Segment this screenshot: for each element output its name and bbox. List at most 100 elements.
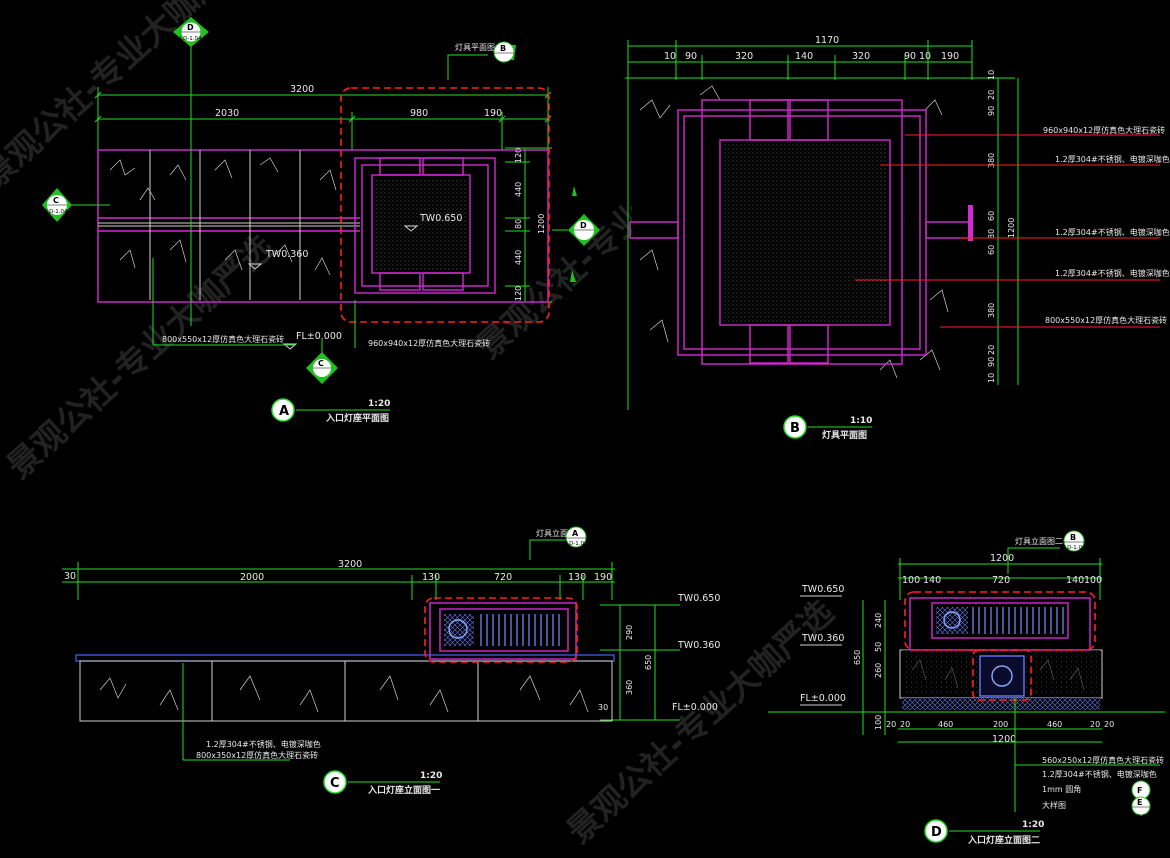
plan-a-dim-right: 120 (514, 148, 523, 163)
elev-c-dim-right: 290 (625, 625, 634, 640)
plan-b-dim: 190 (941, 51, 959, 62)
elev-d-dim-left: 650 (853, 650, 862, 665)
section-tag-d: D (187, 23, 194, 32)
plan-a-dim-right: 440 (514, 250, 523, 265)
section-ref: LD-1.04.2 (46, 209, 73, 215)
plan-b-dim-right: 80 (987, 229, 996, 239)
callout-tag: B (1070, 533, 1076, 542)
plan-b-dim-right: 90 (987, 106, 996, 116)
section-ref: LD-1.04.2 (180, 36, 207, 42)
callout-tag-f: F (1137, 786, 1142, 795)
plan-b-marble-texture (639, 85, 949, 379)
elev-d-dim-left: 50 (874, 642, 883, 652)
plan-b-dim: 140 (795, 51, 813, 62)
plan-b-note: 1.2厚304#不锈钢、电镀深咖色 (1055, 268, 1170, 278)
section-tag-c: C (318, 359, 324, 368)
elevation-c-entrance-lamp-base: 30 3200 2000 130 720 130 190 290 650 360… (62, 526, 720, 796)
elev-d-dim-bottom: 200 (993, 720, 1008, 729)
elev-d-scale: 1:20 (1022, 820, 1044, 830)
plan-a-label: A (279, 404, 289, 419)
elev-d-dim-bottom: 20 (1104, 720, 1114, 729)
plan-b-dim-right: 10 (987, 70, 996, 80)
plan-b-title: 灯具平面图 (822, 429, 867, 441)
plan-a-marble-texture (109, 157, 337, 276)
level-mark: TW0.360 (801, 633, 844, 644)
elev-d-dimensions: 1200 100 140 720 140 100 240 50 260 650 … (853, 553, 1114, 745)
plan-b-dim-right: 60 (987, 245, 996, 255)
plan-a-dim-980: 980 (410, 108, 428, 119)
elev-c-dim: 3200 (338, 559, 362, 570)
level-mark: TW0.650 (801, 584, 844, 595)
plan-b-dim-right: 380 (987, 303, 996, 318)
elev-d-dim-bottom: 460 (1047, 720, 1062, 729)
level-mark: FL±0.000 (800, 693, 846, 704)
elev-d-dim-left: 240 (874, 613, 883, 628)
plan-a-callout-label: 灯具平面图 (455, 42, 495, 52)
elev-d-dim-bottom: 460 (938, 720, 953, 729)
elev-c-dim-right: 650 (644, 655, 653, 670)
plan-b-dim: 90 (904, 51, 916, 62)
elev-d-dim: 100 (1084, 575, 1102, 586)
plan-b-dim: 90 (685, 51, 697, 62)
elev-c-title: 入口灯座立面图一 (367, 784, 440, 796)
plan-b-scale: 1:10 (850, 416, 872, 426)
section-tag-c: C (53, 196, 59, 205)
plan-a-dim-190: 190 (484, 108, 502, 119)
elev-d-note: 大样图 (1042, 800, 1066, 810)
level-mark: FL±0.000 (672, 702, 718, 713)
plan-b-dim-right: 380 (987, 153, 996, 168)
elev-d-dim-bottom: 20 (1090, 720, 1100, 729)
section-marker-c-left: C LD-1.04.2 (42, 188, 73, 222)
elev-d-dim: 720 (992, 575, 1010, 586)
elev-d-note: 1.2厚304#不锈钢、电镀深咖色 (1042, 769, 1157, 779)
elev-d-dim: 140 (1066, 575, 1084, 586)
elev-c-dimensions: 30 3200 2000 130 720 130 190 290 650 360… (62, 559, 680, 721)
plan-b-dim: 10 (919, 51, 931, 62)
section-marker-d-top: D LD-1.04.2 (173, 17, 209, 47)
section-marker-d-right: D (568, 186, 600, 282)
elev-c-callout: 灯具立面图一 (536, 528, 584, 538)
elev-d-dim-bottom: 1200 (992, 734, 1016, 745)
plan-b-note: 1.2厚304#不锈钢、电镀深咖色 (1055, 154, 1170, 164)
elev-d-dim-bottom: 20 (900, 720, 910, 729)
callout-ref: LD-1.04.3 (1064, 545, 1091, 551)
level-mark: TW0.360 (677, 640, 720, 651)
plan-b-dim-right: 1200 (1007, 218, 1016, 238)
elev-c-dim: 2000 (240, 572, 264, 583)
section-tag-d: D (580, 221, 587, 230)
plan-b-dim: 1170 (815, 35, 839, 46)
plan-a-detail-callout-box (340, 87, 550, 323)
plan-b-dim-right: 60 (987, 211, 996, 221)
elev-d-title: 入口灯座立面图二 (967, 834, 1040, 846)
plan-a-entrance-lamp-base-plan: 3200 2030 980 190 120 440 80 440 120 120… (42, 17, 600, 424)
plan-b-lamp-plan: 1170 10 90 320 140 320 90 10 190 10 90 3… (625, 35, 1170, 441)
callout-tag-b: B (493, 41, 516, 63)
elev-d-callout: 灯具立面图二 (1015, 536, 1063, 546)
elev-c-detail-callout-box (424, 597, 578, 663)
elev-d-detail-callout-f (972, 649, 1032, 701)
elev-c-dim: 190 (594, 572, 612, 583)
elev-d-dim: 140 (923, 575, 941, 586)
elev-c-dim: 130 (422, 572, 440, 583)
elev-c-label: C (330, 776, 340, 791)
plan-b-leader-lines (855, 134, 1160, 328)
plan-a-dimensions: 3200 2030 980 190 120 440 80 440 120 120… (94, 84, 552, 303)
elev-c-dim: 130 (568, 572, 586, 583)
plan-a-level-marks: TW0.650 TW0.360 FL±0.000 (247, 213, 462, 350)
elev-d-note: 1mm 圆角 (1042, 784, 1081, 794)
plan-a-dim-right: 120 (514, 286, 523, 301)
plan-a-dim-total: 3200 (290, 84, 314, 95)
watermark-text: 景观公社-专业大咖严选 (0, 0, 256, 196)
elev-c-dim-right: 30 (598, 703, 608, 712)
elev-d-note: 560x250x12厚仿真色大理石瓷砖 (1042, 755, 1164, 765)
level-tw650: TW0.650 (419, 213, 462, 224)
level-mark: TW0.650 (677, 593, 720, 604)
elev-c-tile-joints (211, 661, 479, 721)
elev-c-base-outline (79, 660, 613, 722)
plan-b-dim-right: 20 (987, 90, 996, 100)
elev-c-dim-right: 360 (625, 680, 634, 695)
plan-b-note: 960x940x12厚仿真色大理石瓷砖 (1043, 125, 1165, 135)
elev-c-marble-texture (99, 675, 589, 713)
plan-b-note: 1.2厚304#不锈钢、电镀深咖色 (1055, 227, 1170, 237)
elev-c-dim: 720 (494, 572, 512, 583)
